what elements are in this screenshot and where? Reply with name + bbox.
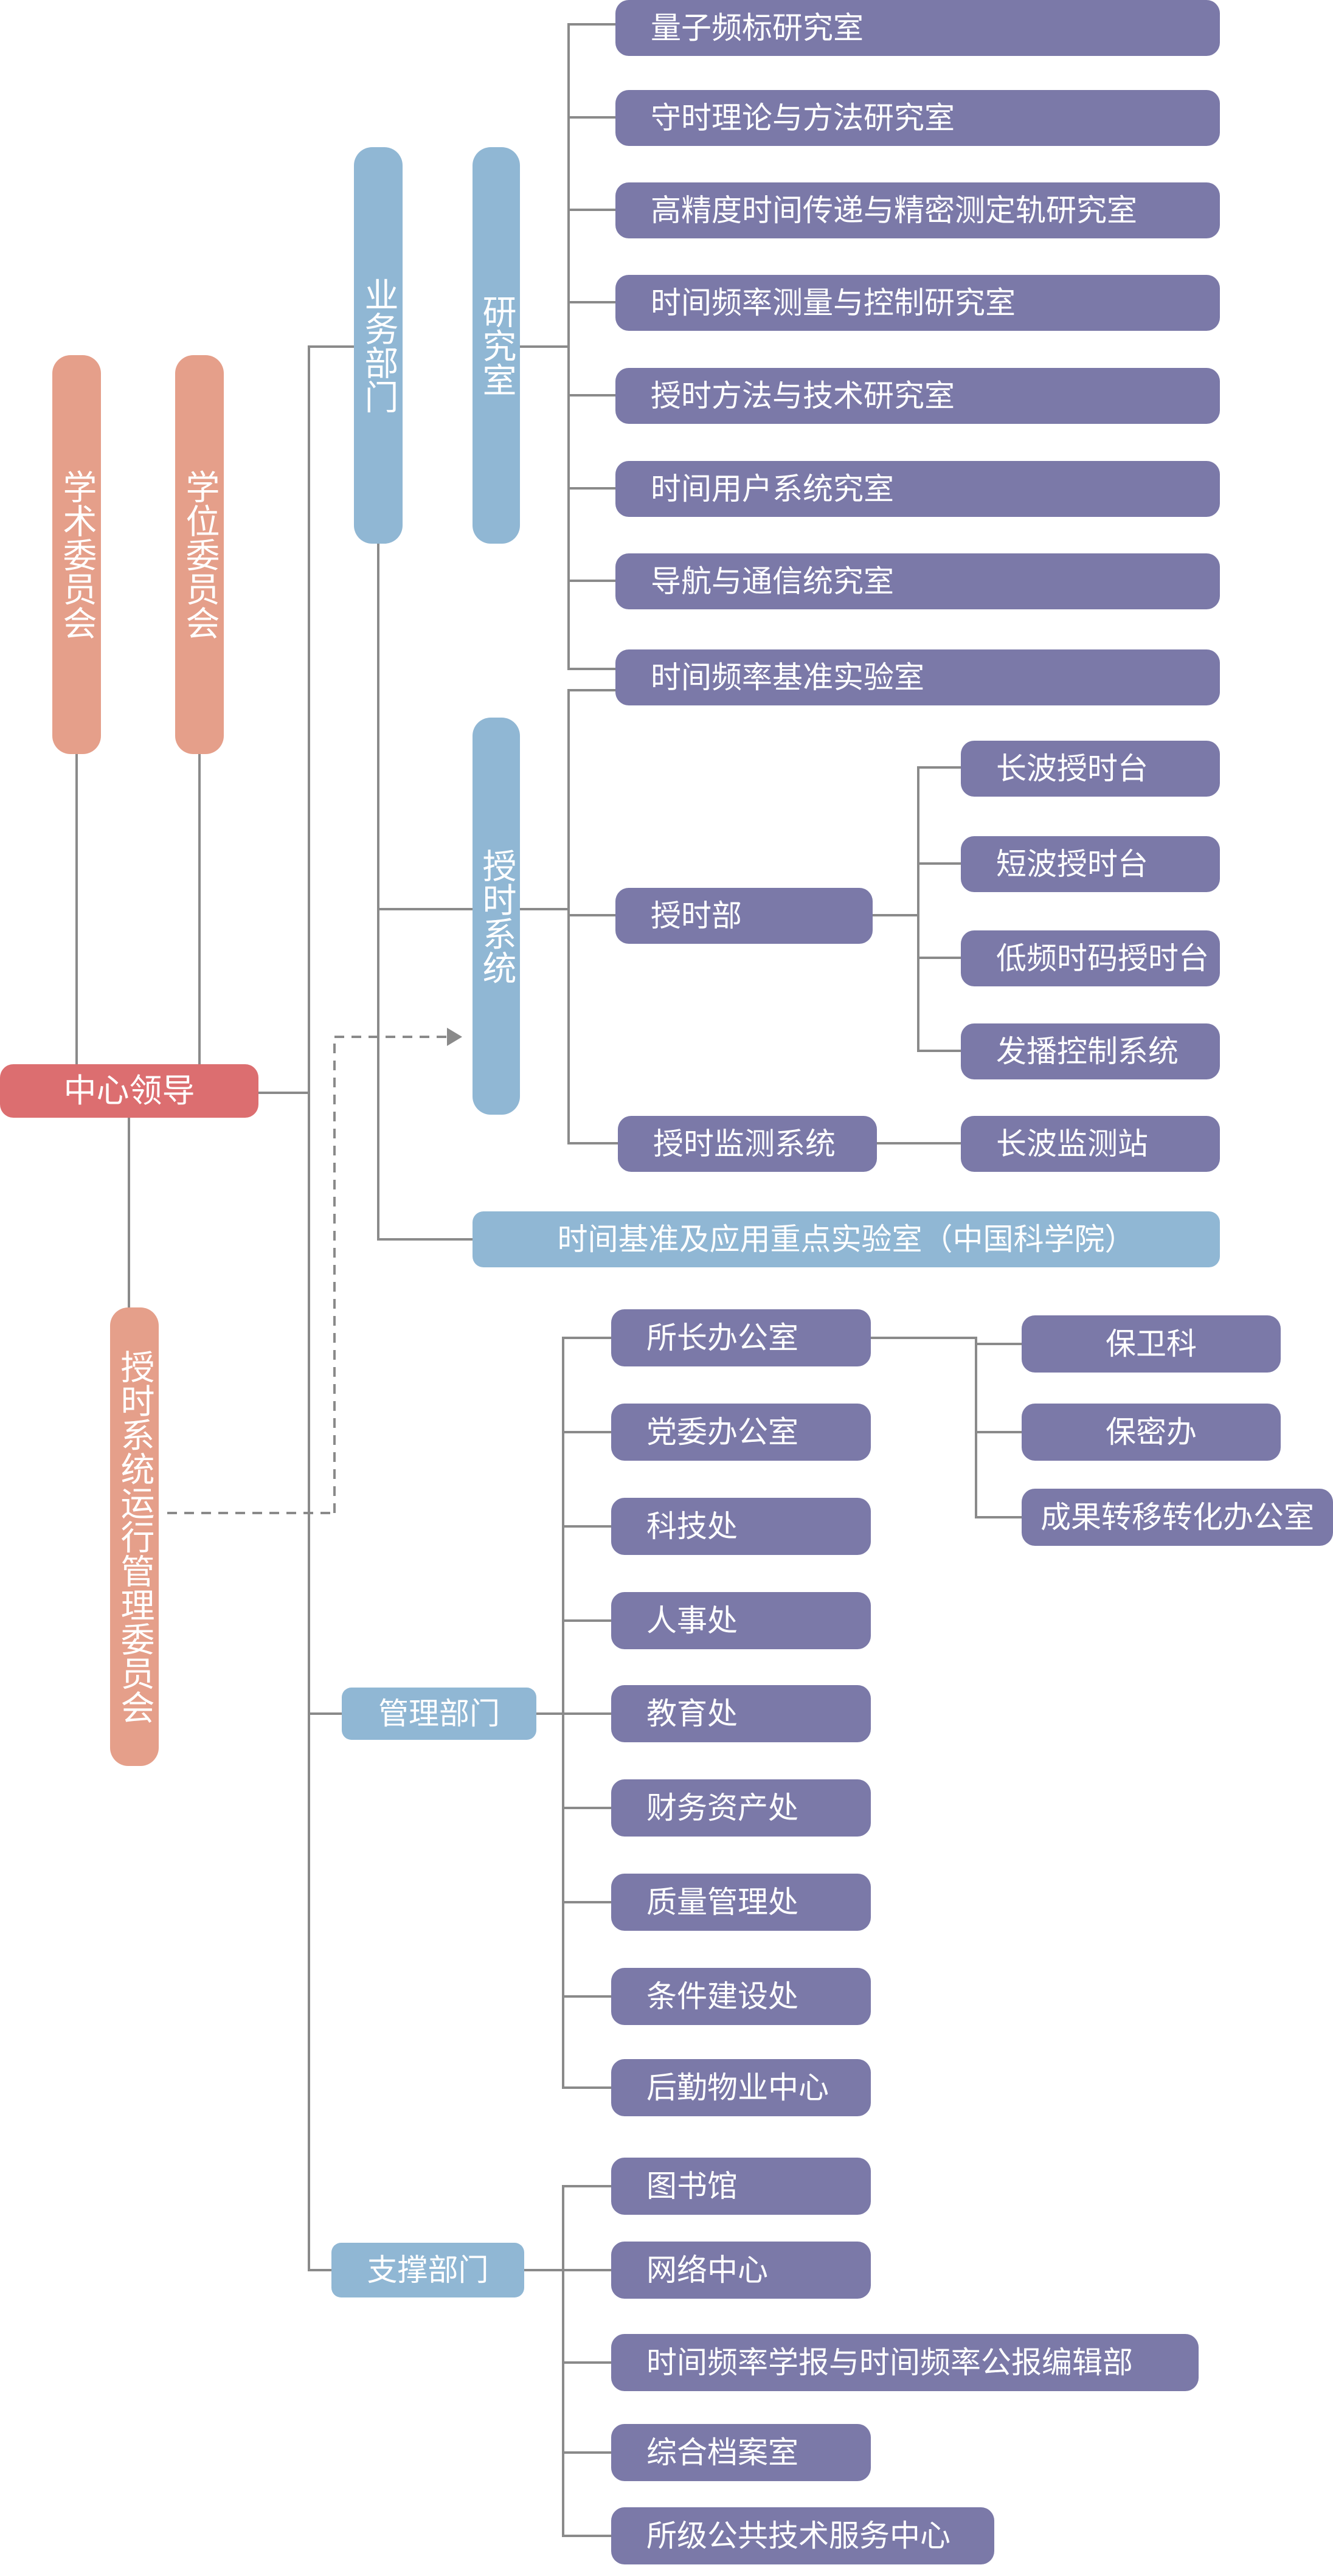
management-office: 质量管理处	[611, 1874, 871, 1931]
management-office-label: 党委办公室	[646, 1414, 798, 1450]
timing-system: 授时系统	[473, 718, 520, 1115]
support-unit-label: 综合档案室	[646, 2435, 798, 2470]
management-office-label: 所长办公室	[646, 1320, 798, 1356]
research-lab: 授时方法与技术研究室	[615, 368, 1220, 424]
management-office-label: 质量管理处	[646, 1885, 798, 1920]
degree-committee-label: 学位委员会	[180, 469, 220, 640]
management-office-label: 财务资产处	[646, 1790, 798, 1826]
management-office: 后勤物业中心	[611, 2059, 871, 2116]
monitoring-station: 长波监测站	[961, 1116, 1220, 1172]
management-office: 财务资产处	[611, 1779, 871, 1837]
monitoring-station-label: 长波监测站	[996, 1126, 1148, 1162]
timing-ops-committee: 授时系统运行管理委员会	[110, 1307, 159, 1766]
timing-station-label: 发播控制系统	[996, 1034, 1179, 1069]
research-lab: 守时理论与方法研究室	[615, 90, 1220, 146]
support-unit: 所级公共技术服务中心	[611, 2507, 994, 2564]
management-office: 党委办公室	[611, 1404, 871, 1461]
research-division-label: 研究室	[477, 294, 516, 396]
timing-station: 低频时码授时台	[961, 930, 1220, 986]
business-department: 业务部门	[354, 147, 403, 544]
director-office-subunit-label: 保密办	[1106, 1414, 1197, 1450]
support-unit: 综合档案室	[611, 2424, 871, 2481]
timing-ops-committee-label: 授时系统运行管理委员会	[115, 1349, 154, 1724]
research-lab-label: 导航与通信统究室	[651, 564, 894, 599]
academic-committee-label: 学术委员会	[57, 469, 97, 640]
director-office-subunit-label: 成果转移转化办公室	[1040, 1500, 1314, 1535]
key-laboratory: 时间基准及应用重点实验室（中国科学院）	[473, 1211, 1220, 1267]
academic-committee: 学术委员会	[52, 355, 101, 754]
support-department-label: 支撑部门	[367, 2252, 489, 2288]
management-office: 教育处	[611, 1685, 871, 1742]
research-lab: 时间频率测量与控制研究室	[615, 275, 1220, 331]
management-department-label: 管理部门	[378, 1696, 500, 1731]
management-office-label: 后勤物业中心	[646, 2070, 829, 2105]
support-unit-label: 所级公共技术服务中心	[646, 2518, 950, 2553]
timing-station: 短波授时台	[961, 836, 1220, 892]
director-office-subunit: 保密办	[1022, 1404, 1281, 1461]
research-lab: 时间用户系统究室	[615, 461, 1220, 517]
research-division: 研究室	[473, 147, 520, 544]
timing-station-label: 长波授时台	[996, 751, 1148, 786]
research-lab-label: 守时理论与方法研究室	[651, 100, 955, 136]
research-lab: 时间频率基准实验室	[615, 649, 1220, 705]
center-leadership-label: 中心领导	[63, 1072, 195, 1110]
timing-department-label: 授时部	[651, 898, 742, 933]
timing-station: 长波授时台	[961, 741, 1220, 797]
support-unit-label: 图书馆	[646, 2169, 738, 2204]
management-office-label: 条件建设处	[646, 1979, 798, 2014]
support-department: 支撑部门	[331, 2243, 524, 2297]
management-department: 管理部门	[342, 1688, 536, 1740]
management-office: 条件建设处	[611, 1968, 871, 2025]
director-office-subunit: 保卫科	[1022, 1315, 1281, 1373]
support-unit: 图书馆	[611, 2158, 871, 2215]
center-leadership: 中心领导	[0, 1064, 258, 1118]
research-lab-label: 时间频率基准实验室	[651, 660, 924, 695]
research-lab-label: 授时方法与技术研究室	[651, 378, 955, 414]
business-department-label: 业务部门	[359, 277, 398, 414]
timing-department: 授时部	[615, 888, 873, 944]
management-office: 人事处	[611, 1592, 871, 1649]
key-laboratory-label: 时间基准及应用重点实验室（中国科学院）	[557, 1222, 1135, 1257]
research-lab-label: 时间用户系统究室	[651, 471, 894, 507]
timing-station: 发播控制系统	[961, 1023, 1220, 1079]
timing-station-label: 短波授时台	[996, 847, 1148, 882]
support-unit: 网络中心	[611, 2242, 871, 2299]
management-office: 所长办公室	[611, 1309, 871, 1366]
research-lab: 导航与通信统究室	[615, 553, 1220, 609]
timing-system-label: 授时系统	[477, 848, 516, 985]
timing-monitoring-system: 授时监测系统	[618, 1116, 877, 1172]
support-unit: 时间频率学报与时间频率公报编辑部	[611, 2334, 1199, 2391]
support-unit-label: 网络中心	[646, 2252, 768, 2288]
management-office: 科技处	[611, 1498, 871, 1555]
research-lab-label: 时间频率测量与控制研究室	[651, 285, 1016, 320]
management-office-label: 科技处	[646, 1509, 738, 1544]
research-lab-label: 量子频标研究室	[651, 10, 864, 46]
management-office-label: 教育处	[646, 1696, 738, 1731]
research-lab: 量子频标研究室	[615, 0, 1220, 56]
timing-station-label: 低频时码授时台	[996, 941, 1209, 976]
director-office-subunit: 成果转移转化办公室	[1022, 1489, 1333, 1546]
management-office-label: 人事处	[646, 1603, 738, 1638]
timing-monitoring-system-label: 授时监测系统	[653, 1126, 836, 1162]
support-unit-label: 时间频率学报与时间频率公报编辑部	[646, 2345, 1133, 2380]
research-lab: 高精度时间传递与精密测定轨研究室	[615, 182, 1220, 238]
director-office-subunit-label: 保卫科	[1106, 1326, 1197, 1362]
degree-committee: 学位委员会	[175, 355, 224, 754]
research-lab-label: 高精度时间传递与精密测定轨研究室	[651, 193, 1137, 228]
